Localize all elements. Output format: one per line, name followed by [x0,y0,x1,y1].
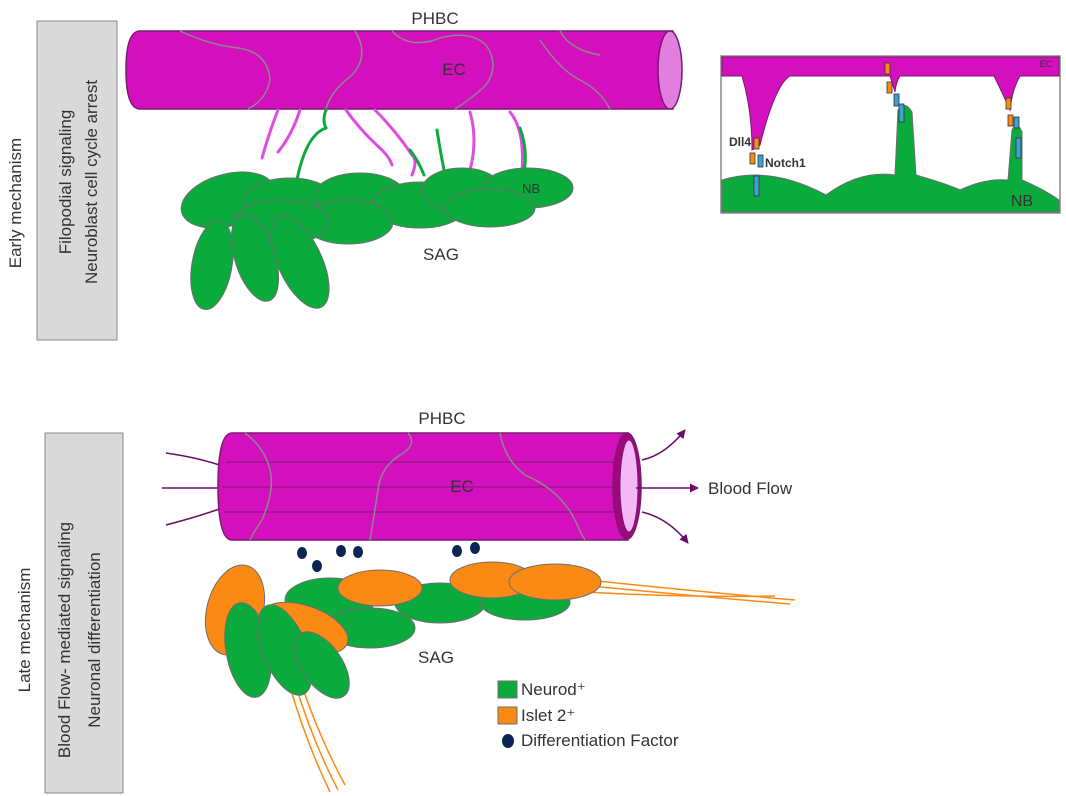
early-ec-label: EC [442,60,466,79]
early-vessel [126,31,682,109]
dll4-notch-inset: EC Dll4 Notch1 NB [721,56,1060,213]
early-sag-cells [175,162,573,316]
inset-notch-label: Notch1 [765,156,806,170]
early-mechanism-box [37,21,117,340]
inset-nb-label: NB [1011,193,1033,210]
early-mechanism-title: Early mechanism [6,138,25,268]
early-nb-label: NB [522,181,540,196]
late-box-line-2: Neuronal differentiation [85,552,104,727]
early-mechanism-panel: Early mechanism Filopodial signaling Neu… [6,9,682,340]
inset-ec-label: EC [1040,59,1053,69]
early-box-line-2: Neuroblast cell cycle arrest [82,80,101,284]
late-outflow-arrows [636,430,698,543]
differentiation-factor-dots [297,542,480,572]
factor-dot [336,545,346,557]
factor-dot [297,547,307,559]
factor-dot [470,542,480,554]
legend-neurod-swatch [498,681,517,698]
factor-dot [312,560,322,572]
late-sag-label: SAG [418,648,454,667]
late-vessel [218,433,641,540]
late-ec-label: EC [450,477,474,496]
early-box-line-1: Filopodial signaling [56,110,75,255]
factor-dot [353,546,363,558]
late-mechanism-panel: Late mechanism Blood Flow- mediated sign… [15,409,795,793]
early-vessel-label: PHBC [411,9,458,28]
legend: Neurod⁺ Islet 2⁺ Differentiation Factor [498,680,679,750]
late-vessel-label: PHBC [418,409,465,428]
late-mechanism-title: Late mechanism [15,568,34,693]
early-sag-label: SAG [423,245,459,264]
legend-islet-label: Islet 2⁺ [521,706,575,725]
legend-islet-swatch [498,707,517,724]
legend-factor-dot [502,734,514,748]
legend-neurod-label: Neurod⁺ [521,680,586,699]
factor-dot [452,545,462,557]
late-inflow-lines [162,453,222,525]
inset-dll4-label: Dll4 [729,135,751,149]
blood-flow-label: Blood Flow [708,479,793,498]
legend-factor-label: Differentiation Factor [521,731,679,750]
late-box-line-1: Blood Flow- mediated signaling [55,522,74,758]
